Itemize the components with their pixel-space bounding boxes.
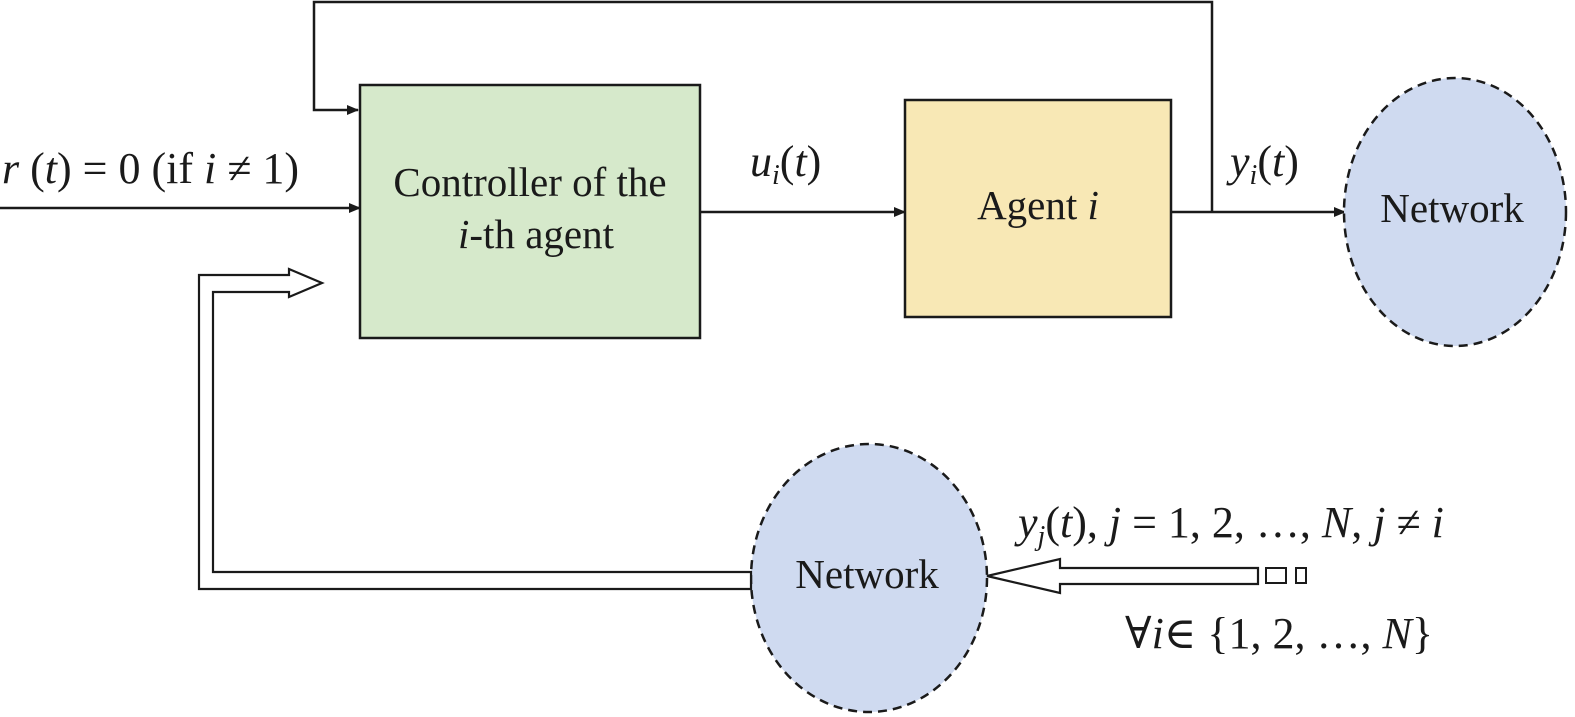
controller-label-line2: i-th agent xyxy=(458,211,615,257)
agent-block xyxy=(903,98,1173,319)
neighbor-input-arrow xyxy=(986,557,1260,595)
neighbor-input-tail-box-1 xyxy=(1265,567,1287,584)
neighbor-signal-label: yj(t), j = 1, 2, …, N, j ≠ i xyxy=(1014,498,1444,552)
forall-label: ∀i∈ {1, 2, …, N} xyxy=(1125,609,1433,658)
input-label: r (t) = 0 (if i ≠ 1) xyxy=(2,144,299,193)
control-signal-label: ui(t) xyxy=(750,137,821,191)
network-right-label: Network xyxy=(1380,185,1524,231)
feedback-line xyxy=(312,0,1214,212)
network-right-node xyxy=(1342,76,1568,348)
network-bottom-label: Network xyxy=(795,551,939,597)
controller-block xyxy=(358,83,702,340)
controller-label-line1: Controller of the xyxy=(393,159,666,205)
output-signal-label: yi(t) xyxy=(1226,137,1299,191)
neighbor-input-tail-box-2 xyxy=(1295,567,1307,584)
neighbor-info-arrow xyxy=(197,267,753,591)
agent-label: Agent i xyxy=(977,182,1099,228)
